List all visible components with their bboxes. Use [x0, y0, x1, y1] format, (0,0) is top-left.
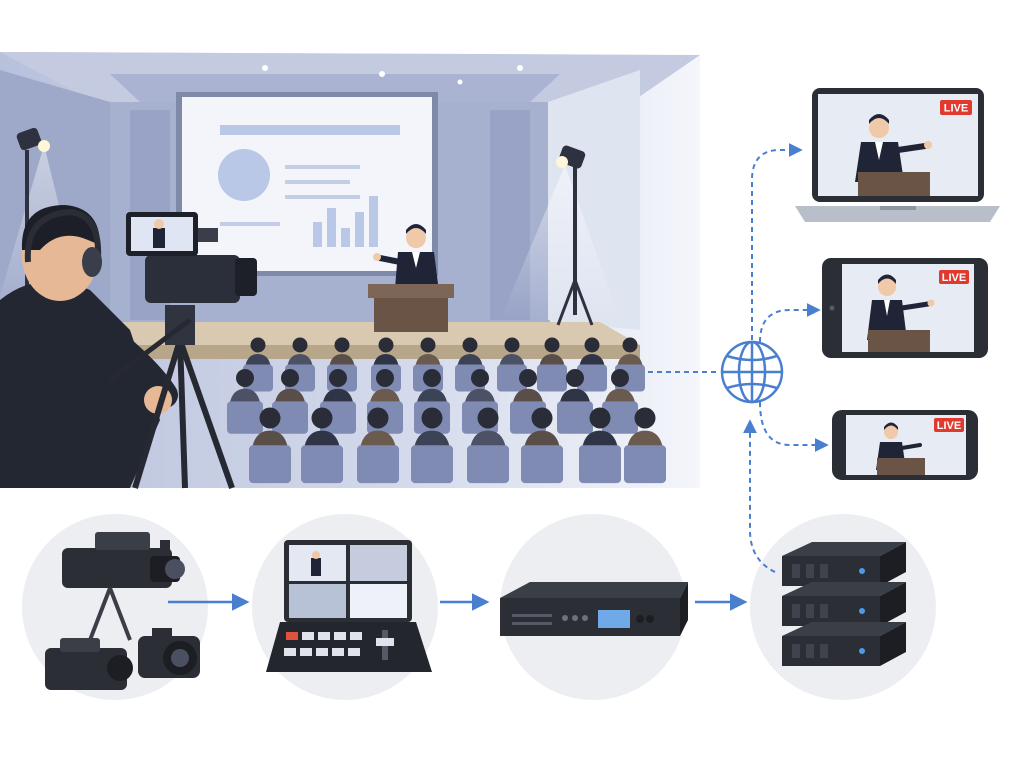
output-tablet: LIVE	[822, 258, 988, 358]
output-laptop: LIVE	[795, 88, 1000, 222]
audience-member	[272, 369, 308, 434]
audience-member	[227, 369, 263, 434]
audience-member	[521, 407, 563, 484]
connector-server-to-internet	[743, 419, 776, 573]
workflow-node-streaming-server	[750, 514, 936, 700]
globe-icon	[720, 340, 784, 404]
server-unit	[782, 542, 906, 586]
workflow-node-video-switcher	[252, 514, 438, 700]
audience-member	[467, 407, 509, 484]
audience-member	[497, 337, 527, 392]
svg-text:LIVE: LIVE	[937, 420, 961, 432]
audience-member	[579, 407, 621, 484]
live-badge: LIVE	[934, 418, 964, 432]
audience-member	[411, 407, 453, 484]
projection-screen	[176, 92, 438, 276]
audience-member	[301, 407, 343, 484]
audience-member	[537, 337, 567, 392]
audience-member	[557, 369, 593, 434]
output-smartphone: LIVE	[832, 410, 978, 480]
audience-member	[357, 407, 399, 484]
stream-presenter	[867, 274, 935, 352]
workflow-node-encoder	[500, 514, 688, 700]
connector-internet-to-laptop	[751, 143, 803, 340]
server-unit	[782, 582, 906, 626]
audience	[227, 337, 666, 484]
camera-operator-figure	[0, 205, 178, 488]
audience-member	[249, 407, 291, 484]
connector-internet-to-tablet	[759, 303, 821, 343]
stream-presenter	[855, 114, 932, 196]
stage-light-right-icon	[500, 145, 620, 326]
audience-member	[577, 337, 607, 392]
server-unit	[782, 622, 906, 666]
workflow-node-internet	[718, 338, 786, 406]
workflow-node-cameras	[22, 514, 208, 700]
audience-member	[624, 407, 666, 484]
connector-internet-to-smartphone	[759, 401, 829, 452]
broadcast-camera-on-tripod	[108, 212, 257, 489]
dashed-connections	[648, 143, 829, 573]
podium	[368, 284, 454, 332]
stream-presenter	[876, 422, 925, 475]
live-badge: LIVE	[939, 270, 969, 284]
live-badge: LIVE	[940, 100, 972, 115]
svg-text:LIVE: LIVE	[942, 272, 966, 284]
stage-platform	[90, 322, 640, 359]
audience-member	[602, 369, 638, 434]
svg-text:LIVE: LIVE	[944, 103, 968, 115]
